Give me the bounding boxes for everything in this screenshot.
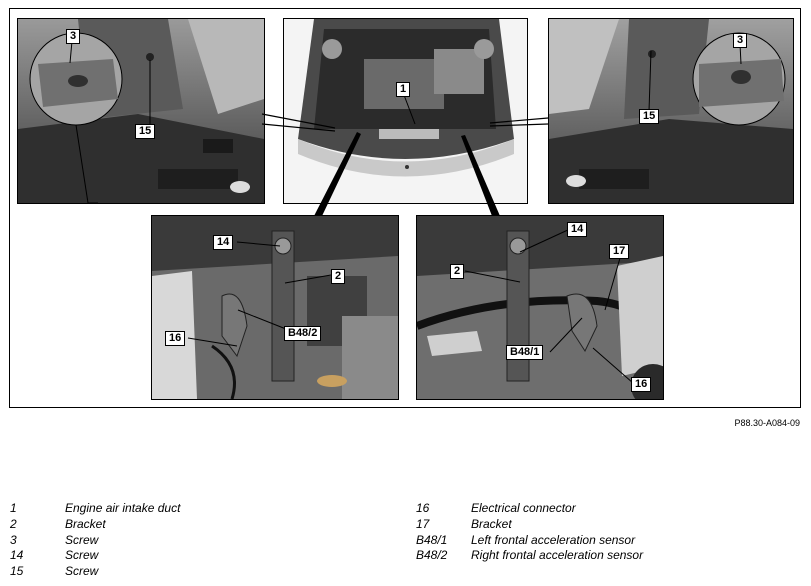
- legend-text: Bracket: [471, 516, 512, 531]
- legend-text: Electrical connector: [471, 501, 576, 515]
- legend-item: 14 Screw: [10, 548, 180, 564]
- legend-item: 17 Bracket: [416, 517, 643, 533]
- callout-16-bottom-right: 16: [631, 377, 652, 392]
- figure-code: P88.30-A084-09: [734, 418, 800, 428]
- legend-item: 15 Screw: [10, 564, 180, 580]
- legend-item: 1 Engine air intake duct: [10, 501, 180, 517]
- legend-text: Screw: [65, 564, 99, 579]
- legend-number: 17: [416, 516, 430, 531]
- legend-number: 16: [416, 501, 430, 515]
- legend-item: 3 Screw: [10, 533, 180, 549]
- legend-item: B48/2 Right frontal acceleration sensor: [416, 548, 643, 564]
- callout-15-top-right: 15: [639, 109, 660, 124]
- legend-text: Screw: [65, 532, 99, 547]
- photo-top-right-detail: [548, 18, 794, 204]
- callout-2-bottom-left: 2: [331, 269, 346, 284]
- photo-engine-overview: [283, 18, 528, 204]
- callout-3-top-right: 3: [733, 33, 748, 48]
- legend-item: 2 Bracket: [10, 517, 180, 533]
- callout-17-bottom-right: 17: [609, 244, 630, 259]
- legend-number: 15: [10, 564, 24, 579]
- callout-1-engine-air-intake: 1: [396, 82, 411, 97]
- callout-14-bottom-right: 14: [567, 222, 588, 237]
- legend-number: 3: [10, 532, 17, 547]
- legend-text: Bracket: [65, 516, 106, 531]
- callout-16-bottom-left: 16: [165, 331, 186, 346]
- legend-text: Engine air intake duct: [65, 501, 181, 515]
- callout-2-bottom-right: 2: [450, 264, 465, 279]
- legend-number: 14: [10, 548, 24, 563]
- legend-item: B48/1 Left frontal acceleration sensor: [416, 533, 643, 549]
- callout-b48-1-bottom-right: B48/1: [506, 345, 544, 360]
- callout-14-bottom-left: 14: [213, 235, 234, 250]
- legend-number: B48/1: [416, 532, 448, 547]
- legend-number: 1: [10, 501, 17, 515]
- legend-right-column: 16 Electrical connector 17 Bracket B48/1 Le…: [416, 501, 643, 564]
- legend-text: Left frontal acceleration sensor: [471, 532, 636, 547]
- callout-b48-2-bottom-left: B48/2: [284, 326, 322, 341]
- callout-15-top-left: 15: [135, 124, 156, 139]
- callout-3-top-left: 3: [66, 29, 81, 44]
- photo-bottom-right-detail: [416, 215, 664, 400]
- photo-top-left-detail: [17, 18, 265, 204]
- legend-number: 2: [10, 516, 17, 531]
- legend-number: B48/2: [416, 548, 448, 563]
- legend-item: 16 Electrical connector: [416, 501, 643, 517]
- legend-text: Right frontal acceleration sensor: [471, 548, 644, 563]
- photo-bottom-left-detail: [151, 215, 399, 400]
- legend-text: Screw: [65, 548, 99, 563]
